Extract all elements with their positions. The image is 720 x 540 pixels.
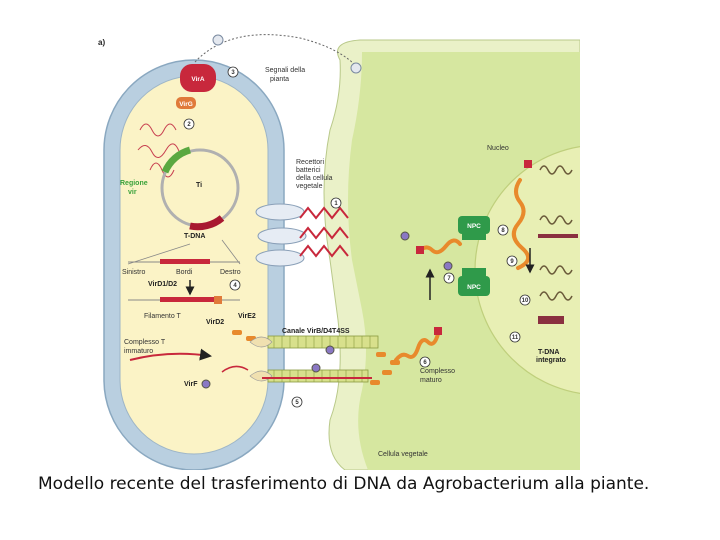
vire2-label: VirE2: [238, 313, 256, 320]
plant-signal-molecule: [212, 34, 224, 46]
virf-cytoplasm: [443, 261, 453, 271]
imported-t-complex: [511, 178, 530, 270]
virg-protein: [176, 97, 196, 109]
bacterium: [103, 59, 285, 470]
npc-bottom-label: NPC: [467, 284, 481, 291]
receptors-label-line3: della cellula: [296, 175, 333, 182]
vird1d2-label: VirD1/D2: [148, 281, 177, 288]
vird2-label: VirD2: [206, 319, 224, 326]
border-expansion-lines: [127, 239, 241, 265]
tdna-label: T-DNA: [184, 233, 205, 240]
immature-complex-label: Complesso T: [124, 339, 166, 346]
vir-region-arc: [161, 146, 192, 174]
step-marker: 2: [187, 122, 191, 128]
nuclear-pore-top: [458, 216, 490, 240]
integrated-tdna-label: T-DNA: [538, 349, 559, 356]
vira-protein: [180, 64, 216, 92]
step-marker: 1: [334, 201, 338, 207]
virf-in-plant: [325, 345, 335, 355]
integrated-tdna-label-line2: integrato: [536, 357, 566, 364]
step-marker: 11: [512, 335, 519, 341]
mature-complex-label: Complesso: [420, 368, 455, 375]
nucleus: [474, 146, 580, 394]
nuclear-pore-bottom: [458, 268, 490, 296]
plant-signal-molecule: [350, 62, 362, 74]
plant-signal-path: [194, 34, 359, 69]
plant-cell-label: Cellula vegetale: [378, 451, 428, 458]
t-filament-label: Filamento T: [144, 313, 182, 320]
plant-signals-label: Segnali della: [265, 67, 305, 74]
imported-vird2: [524, 160, 532, 168]
virg-label: VirG: [179, 101, 193, 108]
step-marker: 5: [295, 400, 299, 406]
plant-receptors: [255, 203, 349, 267]
plant-chromatin: [539, 165, 573, 301]
virf-label: VirF: [184, 381, 198, 388]
vire2-in-plant: [382, 370, 392, 375]
virf-in-channel: [311, 363, 321, 373]
complex-vird2: [416, 246, 424, 254]
borders-label: Bordi: [176, 269, 193, 276]
npc-top-label: NPC: [467, 223, 481, 230]
mature-complex: [394, 332, 440, 362]
step-marker: 10: [522, 298, 529, 304]
immature-complex-label-line2: immaturo: [124, 348, 153, 355]
left-border-label: Sinistro: [122, 269, 145, 276]
vir-region-label-line2: vir: [128, 189, 137, 196]
vir-region-label: Regione: [120, 180, 148, 187]
step-marker: 4: [233, 283, 237, 289]
receptors-label: Recettori: [296, 159, 324, 166]
vire2-in-plant: [370, 380, 380, 385]
bacterium-inner-membrane: [119, 75, 269, 455]
tdna-segment: [160, 259, 210, 264]
vire2-in-plant: [376, 352, 386, 357]
t-strand-segment: [160, 297, 215, 302]
step-marker: 6: [423, 360, 427, 366]
vird2-cap: [434, 327, 442, 335]
bacterial-chromosome: [137, 123, 181, 178]
ti-label: Ti: [196, 182, 202, 189]
immature-t-complex: [129, 348, 212, 361]
panel-label: a): [98, 38, 105, 47]
step-marker: 3: [231, 70, 235, 76]
vira-label: VirA: [191, 76, 205, 83]
nucleus-label: Nucleo: [487, 145, 509, 152]
step-marker: 9: [510, 259, 514, 265]
receptors-label-line2: batterici: [296, 167, 321, 174]
step-marker: 8: [501, 228, 505, 234]
virf-path: [221, 365, 249, 373]
vird2-protein: [214, 296, 222, 304]
figure-caption: Modello recente del trasferimento di DNA…: [38, 474, 650, 494]
virf-protein: [201, 379, 211, 389]
right-border-label: Destro: [220, 269, 241, 276]
agrobacterium-dna-transfer-diagram: VirA VirG a) Segnali della pianta Nucleo…: [98, 34, 580, 470]
step-marker: 7: [447, 276, 451, 282]
virf-cytoplasm: [400, 231, 410, 241]
receptors-label-line4: vegetale: [296, 183, 323, 190]
complex-to-nucleus: [416, 238, 462, 255]
plant-cell: [323, 39, 580, 470]
tdna-region-arc: [189, 215, 225, 231]
channel-label: Canale VirB/D4T4SS: [282, 328, 350, 335]
mature-complex-label-line2: maturo: [420, 377, 442, 384]
step-markers: 3 2 1 4 5 6 7 8 9 11 10: [183, 66, 531, 408]
integrated-tdna: [538, 316, 564, 324]
integrating-dna: [538, 234, 578, 238]
plant-signals-label-line2: pianta: [270, 76, 289, 83]
vire2-protein: [232, 330, 242, 335]
